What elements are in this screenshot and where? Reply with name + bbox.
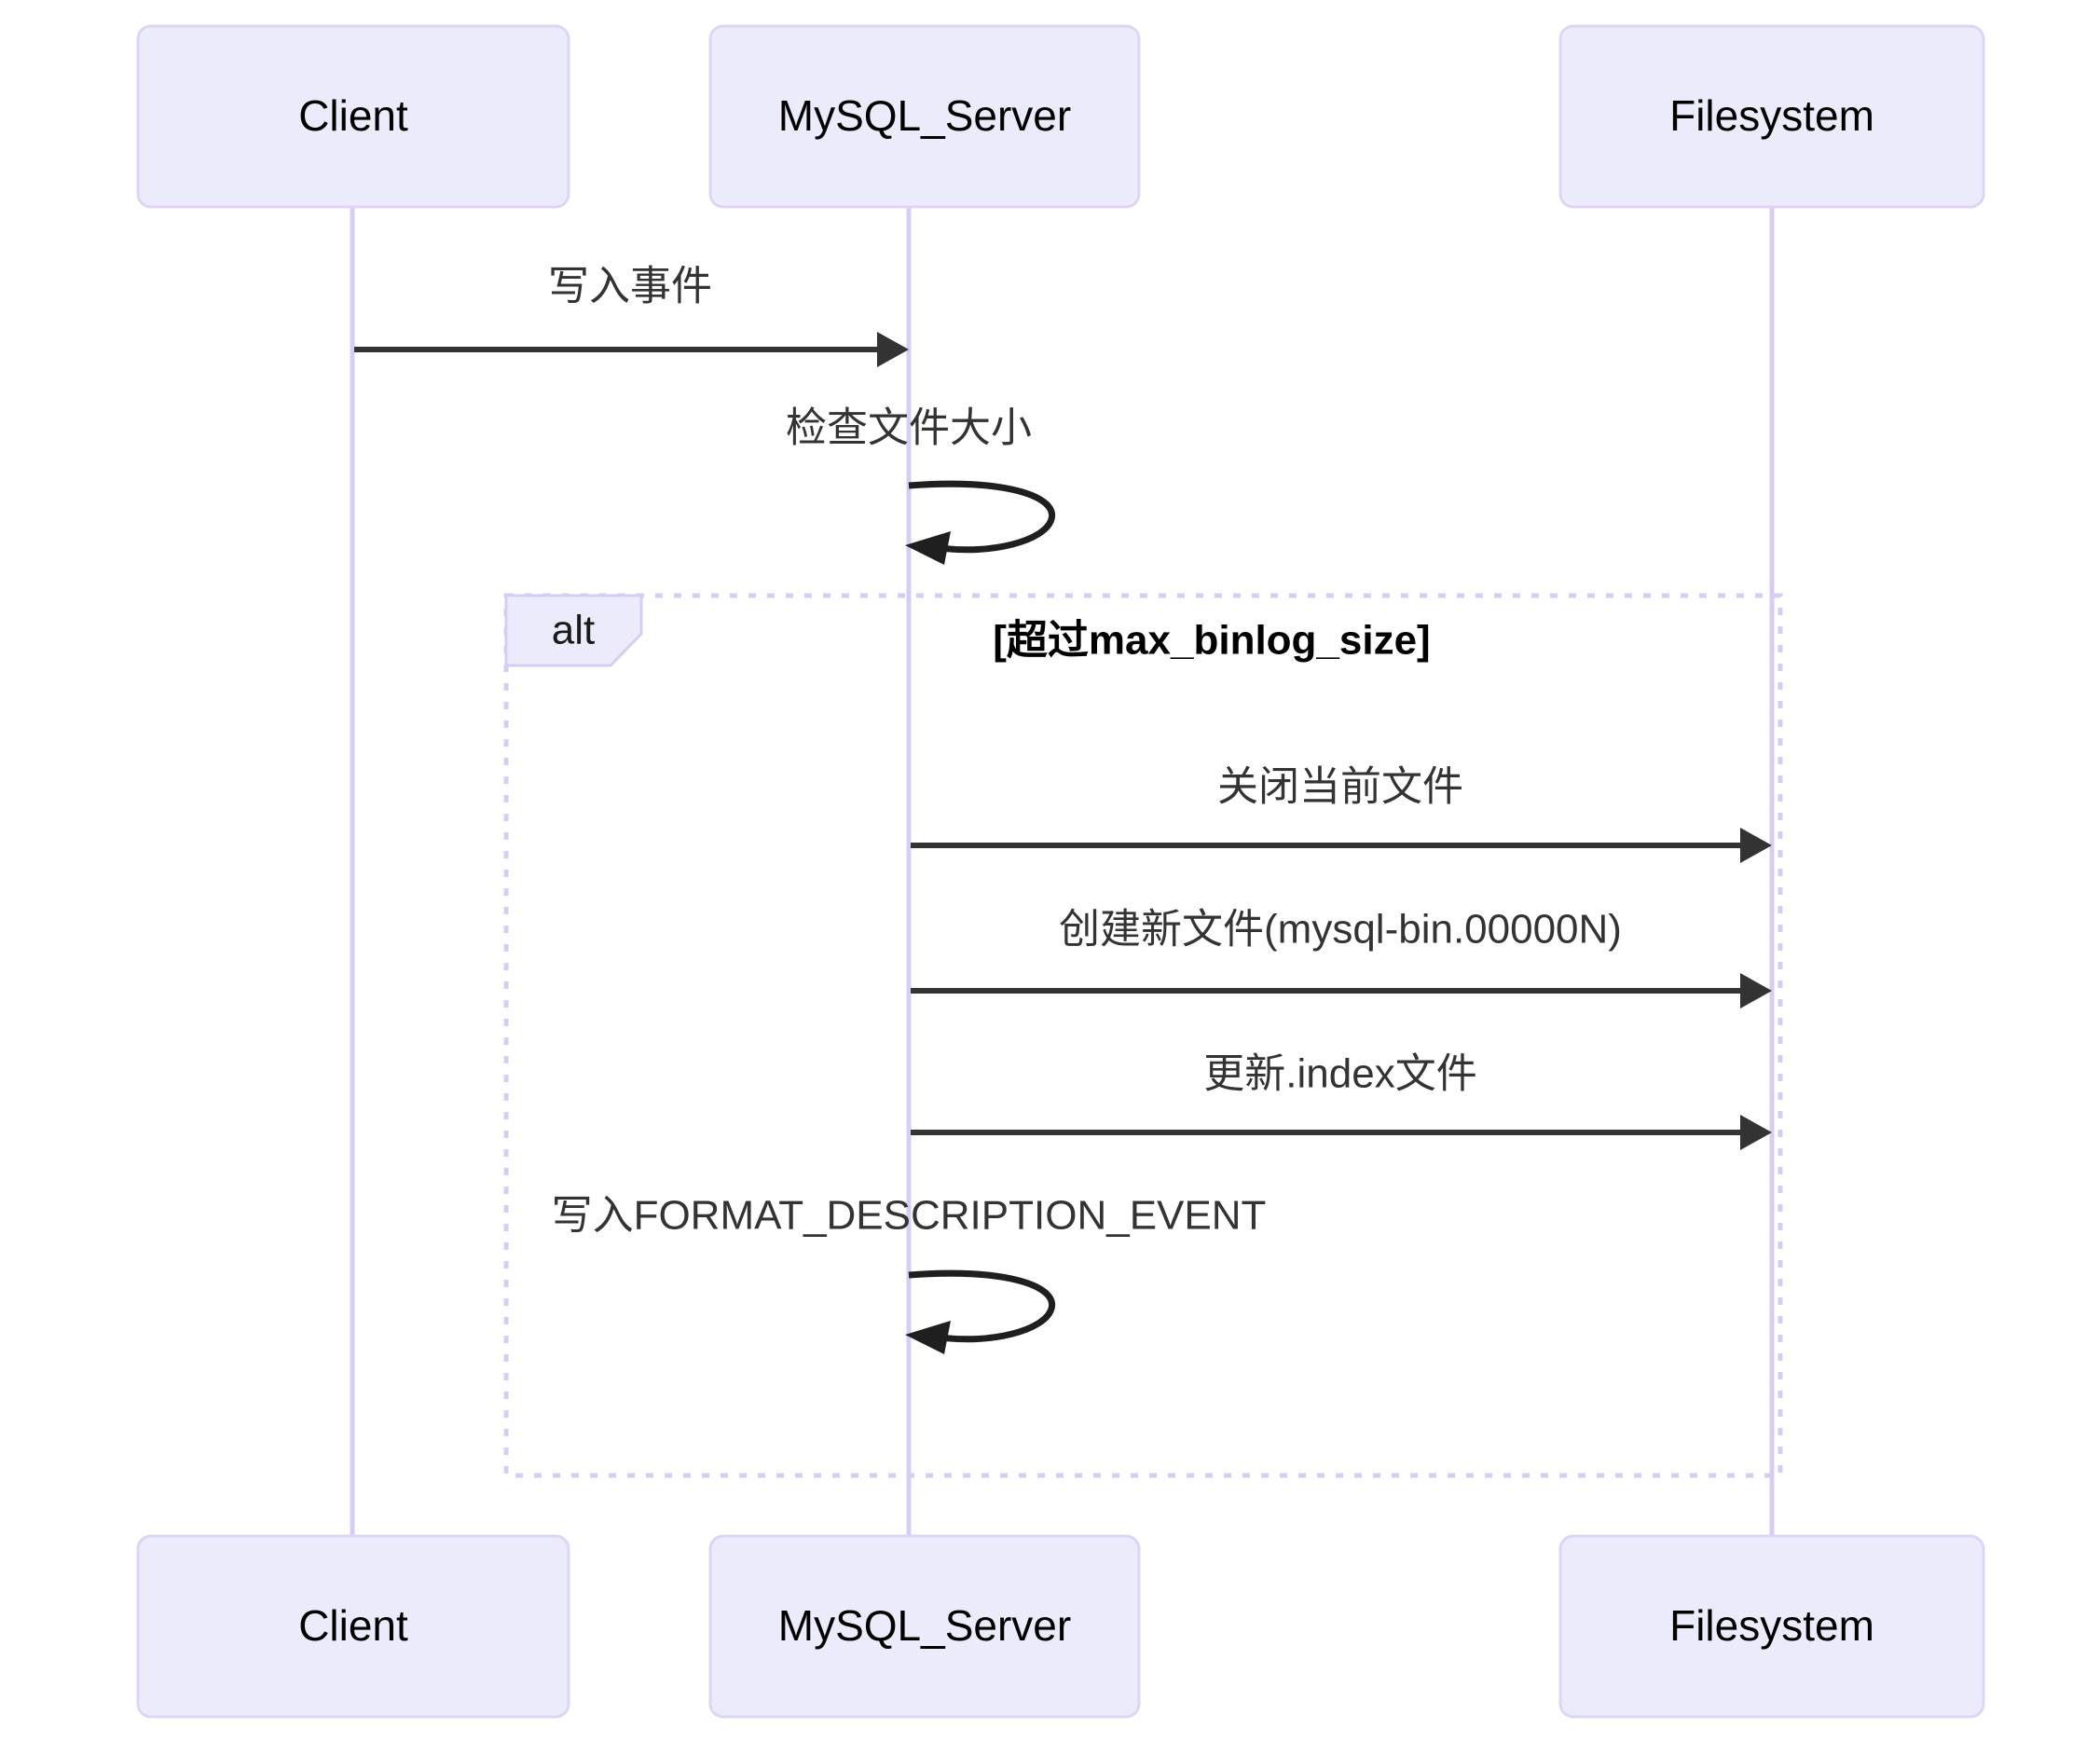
message-6: 写入FORMAT_DESCRIPTION_EVENT [552,1193,1267,1354]
participant-box-bottom-filesystem[interactable] [1558,1534,1985,1719]
message-4-arrowhead [1740,973,1772,1008]
participant-label-client: Client [298,91,408,140]
alt-fragment: alt [超过max_binlog_size] [503,593,1783,1478]
participant-label-bottom-filesystem: Filesystem [1669,1601,1874,1650]
message-1-arrowhead [877,332,909,367]
message-2-self-loop-path [908,480,1056,554]
participant-box-mysql-server[interactable] [708,24,1141,209]
participant-top-mysql-server[interactable]: MySQL_Server [708,24,1141,209]
participant-top-filesystem[interactable]: Filesystem [1558,24,1985,209]
participant-label-mysql-server: MySQL_Server [778,91,1071,140]
alt-fragment-frame [503,593,1783,1478]
message-5: 更新.index文件 [911,1051,1772,1150]
lifelines-group [350,207,1775,1536]
message-3-arrowhead [1740,828,1772,863]
alt-fragment-tab-label: alt [552,608,595,653]
participant-top-client[interactable]: Client [136,24,570,209]
participant-box-bottom-mysql-server[interactable] [708,1534,1141,1719]
message-3-label: 关闭当前文件 [1217,764,1463,810]
message-4: 创建新文件(mysql-bin.00000N) [911,907,1772,1008]
participant-bottom-filesystem[interactable]: Filesystem [1558,1534,1985,1719]
message-4-label: 创建新文件(mysql-bin.00000N) [1059,907,1622,953]
message-6-label: 写入FORMAT_DESCRIPTION_EVENT [552,1193,1267,1239]
participant-bottom-mysql-server[interactable]: MySQL_Server [708,1534,1141,1719]
message-2: 检查文件大小 [786,405,1056,565]
alt-fragment-condition-label: [超过max_binlog_size] [993,618,1430,664]
message-1-label: 写入事件 [548,264,712,309]
participant-box-bottom-client[interactable] [136,1534,570,1719]
participant-box-filesystem[interactable] [1558,24,1985,209]
participant-label-filesystem: Filesystem [1669,91,1874,140]
message-1: 写入事件 [354,264,909,367]
alt-fragment-tab [504,594,643,667]
participant-label-bottom-client: Client [298,1601,408,1650]
message-2-label: 检查文件大小 [786,405,1032,451]
message-5-arrowhead [1740,1115,1772,1150]
participants-bottom: Client MySQL_Server Filesystem [136,1534,1985,1719]
message-5-label: 更新.index文件 [1203,1051,1476,1097]
message-6-arrowhead [905,1321,951,1354]
participant-box-client[interactable] [136,24,570,209]
message-3: 关闭当前文件 [911,764,1772,863]
participant-label-bottom-mysql-server: MySQL_Server [778,1601,1071,1650]
message-6-self-loop-path [908,1269,1056,1343]
message-2-arrowhead [905,531,951,565]
participant-bottom-client[interactable]: Client [136,1534,570,1719]
participants-top: Client MySQL_Server Filesystem [136,24,1985,209]
